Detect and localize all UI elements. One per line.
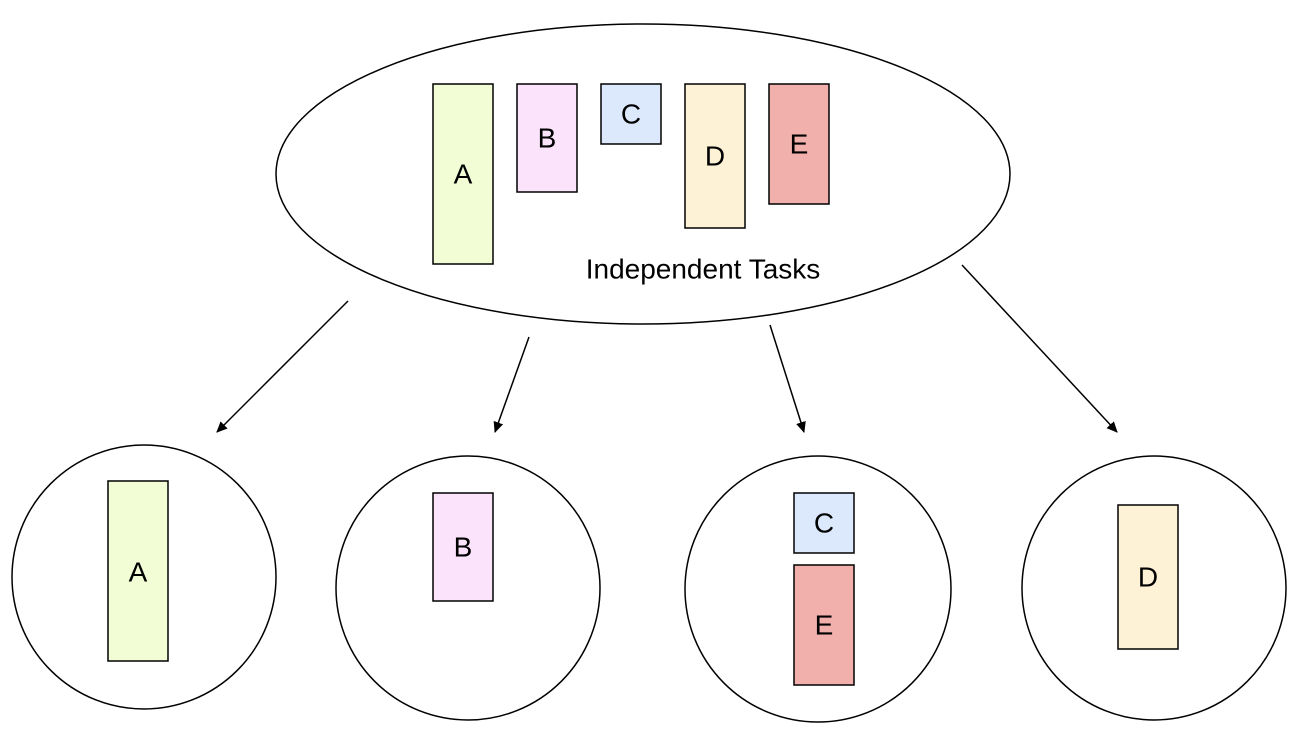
worker-2-task-b: B <box>432 492 494 602</box>
worker-1-task-a-label: A <box>129 556 148 587</box>
pool-task-b-label: B <box>538 122 557 153</box>
distribution-arrows <box>216 264 1118 433</box>
worker-4: D <box>1021 455 1287 721</box>
pool-task-a-box <box>432 83 494 265</box>
arrow-to-worker-2 <box>493 336 530 433</box>
worker-4-task-d-box <box>1117 504 1179 650</box>
worker-3-task-e-label: E <box>815 609 834 640</box>
worker-2-task-b-box <box>432 492 494 602</box>
worker-1: A <box>11 444 277 710</box>
pool-task-a: A <box>432 83 494 265</box>
worker-3-task-c-box <box>793 492 855 554</box>
worker-3-task-c: C <box>793 492 855 554</box>
pool-task-a-label: A <box>454 158 473 189</box>
pool-task-d-box <box>684 83 746 229</box>
worker-3-task-e-box <box>793 564 855 686</box>
task-pool: A B C D E Independent Tasks <box>275 23 1011 325</box>
pool-task-d: D <box>684 83 746 229</box>
pool-task-e: E <box>768 83 830 205</box>
pool-task-d-label: D <box>705 140 725 171</box>
worker-1-task-a-box <box>107 480 169 662</box>
worker-3-task-e: E <box>793 564 855 686</box>
pool-task-b: B <box>516 83 578 193</box>
worker-4-task-d-label: D <box>1138 561 1158 592</box>
pool-caption: Independent Tasks <box>586 253 821 284</box>
pool-task-c: C <box>600 83 662 145</box>
pool-task-e-label: E <box>790 128 809 159</box>
worker-3: C E <box>684 455 952 723</box>
arrow-to-worker-1 <box>216 300 349 433</box>
worker-2-task-b-label: B <box>454 531 473 562</box>
pool-task-c-label: C <box>621 98 641 129</box>
worker-2: B <box>335 455 601 721</box>
arrow-to-worker-3 <box>769 324 806 433</box>
worker-3-task-c-label: C <box>814 507 834 538</box>
pool-task-e-box <box>768 83 830 205</box>
pool-task-c-box <box>600 83 662 145</box>
pool-task-b-box <box>516 83 578 193</box>
worker-1-task-a: A <box>107 480 169 662</box>
arrow-to-worker-4 <box>961 264 1118 433</box>
worker-4-task-d: D <box>1117 504 1179 650</box>
